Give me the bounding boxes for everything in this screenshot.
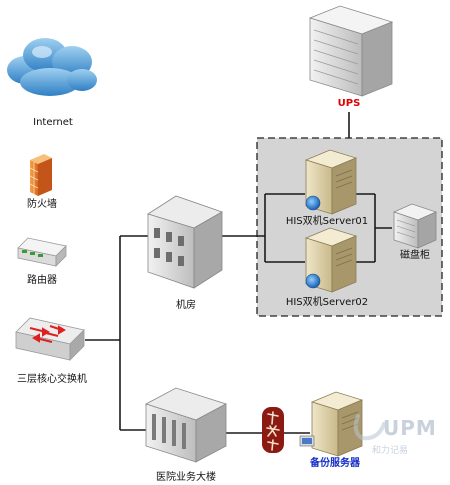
server02-globe-icon [305,273,321,289]
server02-label: HIS双机Server02 [285,297,369,308]
core-switch-label: 三层核心交换机 [17,374,87,385]
machine-room-label: 机房 [176,300,196,311]
internet-label: Internet [33,117,73,128]
firewall-label: 防火墙 [27,199,57,210]
disk-cabinet-label: 磁盘柜 [400,250,430,261]
server01-label: HIS双机Server01 [285,216,369,227]
hospital-building-icon [144,387,228,463]
core-switch-icon [15,317,85,361]
firewall-icon [29,154,52,196]
disk-cabinet-icon [392,203,438,249]
server01-globe-icon [305,195,321,211]
calligraphy-seal-icon [262,407,284,453]
router-label: 路由器 [27,275,57,286]
router-icon [17,237,67,267]
ups-tower-icon [308,5,394,97]
internet-cloud-icon [7,38,97,96]
backup-monitor-icon [299,435,315,447]
ups-label: UPS [337,98,361,109]
backup-server-label: 备份服务器 [310,458,360,469]
machine-room-building-icon [147,195,223,289]
watermark-subtitle: 和力记易 [372,446,409,456]
backup-server-icon [299,391,364,457]
server01-icon [304,149,358,215]
watermark-logo-text: UPM [383,416,437,440]
connection-lines [85,112,392,434]
upm-watermark-logo [353,414,386,441]
hospital-building-label: 医院业务大楼 [156,472,216,483]
server02-icon [304,227,358,293]
